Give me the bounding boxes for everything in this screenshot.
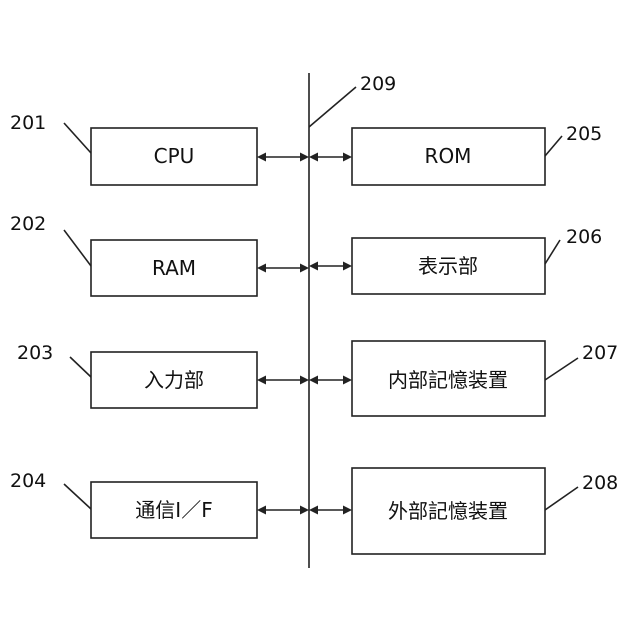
block-internal-storage-label: 内部記憶装置 [388,368,508,392]
block-external-storage: 外部記憶装置 208 [352,468,618,554]
block-ram-label: RAM [152,256,196,280]
block-input: 入力部 203 [17,342,257,408]
bus-ref-number: 209 [360,73,396,95]
block-comm-if: 通信I／F 204 [10,470,257,538]
connector-bus-display-right-head [343,262,352,271]
connector-comm-if-bus [257,506,309,515]
connector-cpu-bus-left-head [257,153,266,162]
block-display: 表示部 206 [352,226,602,294]
block-rom-ref-leader [545,136,562,156]
connector-bus-rom [309,153,352,162]
block-cpu-ref-number: 201 [10,112,46,134]
block-cpu-label: CPU [154,144,195,168]
connector-comm-if-bus-right-head [300,506,309,515]
block-display-ref-number: 206 [566,226,602,248]
block-comm-if-ref-number: 204 [10,470,46,492]
block-comm-if-ref-leader [64,484,91,509]
block-cpu: CPU 201 [10,112,257,185]
connector-bus-external-storage-left-head [309,506,318,515]
block-rom-label: ROM [425,144,472,168]
block-input-ref-leader [70,357,91,377]
connector-bus-internal-storage-right-head [343,376,352,385]
block-rom-ref-number: 205 [566,123,602,145]
connector-bus-display-left-head [309,262,318,271]
block-comm-if-label: 通信I／F [135,498,212,522]
connector-bus-internal-storage [309,376,352,385]
connector-input-bus-left-head [257,376,266,385]
block-internal-storage-ref-number: 207 [582,342,618,364]
connector-input-bus-right-head [300,376,309,385]
connector-bus-display [309,262,352,271]
bus-ref-leader [309,87,356,127]
block-external-storage-label: 外部記憶装置 [388,499,508,523]
connector-ram-bus-left-head [257,264,266,273]
block-ram: RAM 202 [10,213,257,296]
block-display-label: 表示部 [418,254,478,278]
connector-ram-bus [257,264,309,273]
connector-ram-bus-right-head [300,264,309,273]
block-input-ref-number: 203 [17,342,53,364]
block-input-label: 入力部 [144,368,204,392]
connector-bus-external-storage-right-head [343,506,352,515]
connector-bus-rom-left-head [309,153,318,162]
block-internal-storage: 内部記憶装置 207 [352,341,618,416]
connector-bus-rom-right-head [343,153,352,162]
connector-bus-internal-storage-left-head [309,376,318,385]
block-display-ref-leader [545,240,560,264]
connector-input-bus [257,376,309,385]
block-ram-ref-leader [64,230,91,266]
block-ram-ref-number: 202 [10,213,46,235]
block-internal-storage-ref-leader [545,358,578,380]
connector-cpu-bus [257,153,309,162]
block-external-storage-ref-number: 208 [582,472,618,494]
connector-cpu-bus-right-head [300,153,309,162]
connector-bus-external-storage [309,506,352,515]
block-cpu-ref-leader [64,123,91,153]
block-rom: ROM 205 [352,123,602,185]
block-external-storage-ref-leader [545,487,578,510]
connector-comm-if-bus-left-head [257,506,266,515]
